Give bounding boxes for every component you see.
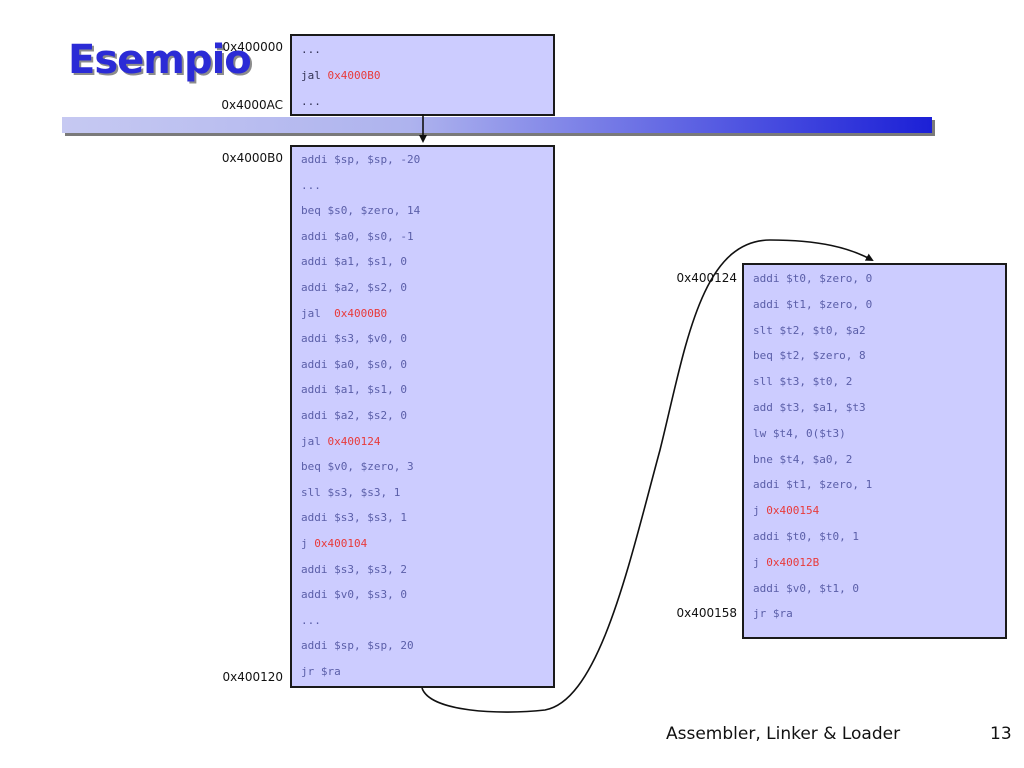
search-instruction-line: lw $t4, 0($t3) [753, 421, 1005, 447]
code-block-main: ... jal 0x4000B0... [290, 34, 555, 116]
instruction-text: addi $t1, $zero, 1 [753, 478, 873, 492]
search-instruction-line: slt $t2, $t0, $a2 [753, 318, 1005, 344]
instruction-text: addi $v0, $s3, 0 [301, 588, 407, 602]
instruction-text: sll $t3, $t0, 2 [753, 375, 853, 389]
search-instruction-line: sll $t3, $t0, 2 [753, 369, 1005, 395]
instruction-text: sll $s3, $s3, 1 [301, 485, 401, 499]
instruction-text: jr $ra [301, 664, 341, 678]
instruction-text: addi $t0, $t0, 1 [753, 529, 859, 543]
sort-instruction-line: jal 0x4000B0 [301, 301, 553, 327]
instruction-text: lw $t4, 0($t3) [753, 426, 846, 440]
instruction-text: j [301, 536, 315, 550]
instruction-text: addi $a2, $s2, 0 [301, 280, 407, 294]
instruction-text: ... [301, 613, 321, 627]
instruction-text: addi $s3, $s3, 1 [301, 511, 407, 525]
code-block-sort: addi $sp, $sp, -20... beq $s0, $zero, 14 a… [290, 145, 555, 688]
instruction-text: j [753, 504, 767, 518]
sort-instruction-line: jal 0x400124 [301, 429, 553, 455]
jump-target-address: 0x400104 [314, 536, 368, 550]
sort-instruction-line: beq $v0, $zero, 3 [301, 454, 553, 480]
jump-target-address: 0x40012B [766, 555, 820, 569]
instruction-text: addi $a0, $s0, -1 [301, 229, 414, 243]
search-instruction-line: addi $t1, $zero, 0 [753, 292, 1005, 318]
instruction-text: addi $t1, $zero, 0 [753, 297, 873, 311]
sort-instruction-line: addi $a0, $s0, 0 [301, 352, 553, 378]
sort-instruction-line: ... [301, 608, 553, 634]
sort-instruction-line: addi $sp, $sp, -20 [301, 147, 553, 173]
search-instruction-line: addi $t0, $zero, 0 [753, 266, 1005, 292]
address-label-sort-end: 0x400120 [222, 670, 283, 684]
sort-instruction-line: beq $s0, $zero, 14 [301, 198, 553, 224]
search-instruction-line: add $t3, $a1, $t3 [753, 395, 1005, 421]
instruction-text: ... [301, 178, 321, 192]
address-label-sort-start: 0x4000B0 [221, 151, 283, 165]
sort-instruction-line: addi $sp, $sp, 20 [301, 633, 553, 659]
sort-instruction-line: addi $v0, $s3, 0 [301, 582, 553, 608]
address-label-main-start: 0x400000 [222, 40, 283, 54]
main-instruction-line: ... [301, 89, 553, 115]
instruction-text: addi $s3, $s3, 2 [301, 562, 407, 576]
instruction-text: addi $sp, $sp, -20 [301, 153, 421, 166]
jump-target-address: 0x400124 [327, 434, 381, 448]
main-instruction-line: ... [301, 37, 553, 63]
search-instruction-line: addi $v0, $t1, 0 [753, 576, 1005, 602]
instruction-text: addi $v0, $t1, 0 [753, 581, 859, 595]
search-instruction-line: j 0x40012B [753, 550, 1005, 576]
sort-instruction-line: ... [301, 173, 553, 199]
slide-footer: Assembler, Linker & Loader [666, 724, 901, 744]
jump-target-address: 0x4000B0 [334, 306, 388, 320]
sort-instruction-line: addi $a0, $s0, -1 [301, 224, 553, 250]
address-label-search-start: 0x400124 [676, 271, 737, 285]
sort-instruction-line: addi $a2, $s2, 0 [301, 403, 553, 429]
instruction-text: addi $t0, $zero, 0 [753, 272, 873, 285]
instruction-text: beq $v0, $zero, 3 [301, 460, 414, 474]
instruction-text: bne $t4, $a0, 2 [753, 452, 853, 466]
sort-instruction-line: addi $a2, $s2, 0 [301, 275, 553, 301]
instruction-text: jal [301, 69, 328, 82]
instruction-text: addi $a1, $s1, 0 [301, 255, 407, 269]
instruction-text: beq $t2, $zero, 8 [753, 349, 866, 363]
search-instruction-line: bne $t4, $a0, 2 [753, 447, 1005, 473]
jump-target-address: 0x4000B0 [327, 69, 381, 82]
instruction-text: addi $sp, $sp, 20 [301, 639, 414, 653]
instruction-text: j [753, 555, 767, 569]
sort-instruction-line: addi $s3, $s3, 2 [301, 557, 553, 583]
instruction-text: ... [301, 43, 321, 56]
instruction-text: ... [301, 95, 321, 108]
address-label-search-end: 0x400158 [676, 606, 737, 620]
slide-title: Esempio [68, 37, 252, 83]
title-divider-bar [62, 117, 932, 133]
instruction-text: addi $a1, $s1, 0 [301, 383, 407, 397]
sort-instruction-line: sll $s3, $s3, 1 [301, 480, 553, 506]
sort-instruction-line: addi $s3, $s3, 1 [301, 505, 553, 531]
sort-instruction-line: addi $s3, $v0, 0 [301, 326, 553, 352]
sort-instruction-line: addi $a1, $s1, 0 [301, 377, 553, 403]
main-instruction-line: jal 0x4000B0 [301, 63, 553, 89]
search-instruction-line: jr $ra [753, 601, 1005, 627]
instruction-text: jr $ra [753, 607, 793, 621]
code-block-search: addi $t0, $zero, 0 addi $t1, $zero, 0 slt … [742, 263, 1007, 639]
search-instruction-line: addi $t0, $t0, 1 [753, 524, 1005, 550]
instruction-text: jal [301, 306, 335, 320]
jump-target-address: 0x400154 [766, 504, 820, 518]
search-instruction-line: j 0x400154 [753, 498, 1005, 524]
sort-instruction-line: j 0x400104 [301, 531, 553, 557]
search-instruction-line: beq $t2, $zero, 8 [753, 343, 1005, 369]
instruction-text: addi $a2, $s2, 0 [301, 408, 407, 422]
sort-instruction-line: jr $ra [301, 659, 553, 685]
address-label-main-end: 0x4000AC [221, 98, 283, 112]
instruction-text: jal [301, 434, 328, 448]
instruction-text: addi $a0, $s0, 0 [301, 357, 407, 371]
instruction-text: addi $s3, $v0, 0 [301, 332, 407, 346]
page-number: 13 [990, 724, 1012, 744]
search-instruction-line: addi $t1, $zero, 1 [753, 472, 1005, 498]
instruction-text: add $t3, $a1, $t3 [753, 400, 866, 414]
instruction-text: slt $t2, $t0, $a2 [753, 323, 866, 337]
sort-instruction-line: addi $a1, $s1, 0 [301, 249, 553, 275]
instruction-text: beq $s0, $zero, 14 [301, 204, 421, 218]
